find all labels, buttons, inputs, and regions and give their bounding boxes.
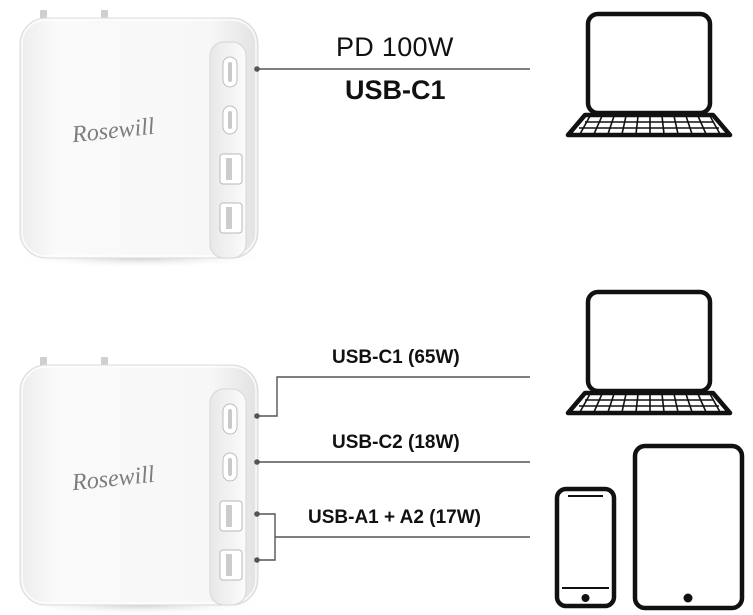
port-usb-c2 [222, 105, 238, 135]
laptop-icon-bottom [565, 289, 733, 416]
port-label-a: USB-A1 + A2 (17W) [308, 507, 481, 528]
connector-line-a-upper [258, 513, 276, 561]
port-label-c2: USB-C2 (18W) [332, 432, 460, 453]
charger-top [10, 10, 270, 268]
port-label-c1: USB-C1 (65W) [332, 347, 460, 368]
charger-bottom [10, 357, 270, 615]
phone-icon [554, 486, 617, 609]
port-label-top: USB-C1 [345, 75, 446, 105]
port-usb-a2 [219, 202, 243, 234]
port-usb-a1 [219, 500, 243, 532]
tablet-icon [632, 443, 745, 611]
connector-lines-bottom [258, 376, 530, 561]
port-usb-c1 [222, 56, 238, 88]
connector-line-c1 [258, 376, 530, 417]
port-usb-a1 [219, 153, 243, 185]
port-usb-a2 [219, 549, 243, 581]
power-label-top: PD 100W [336, 32, 454, 62]
port-usb-c1 [222, 403, 238, 435]
laptop-icon-top [565, 11, 733, 138]
port-usb-c2 [222, 452, 238, 482]
